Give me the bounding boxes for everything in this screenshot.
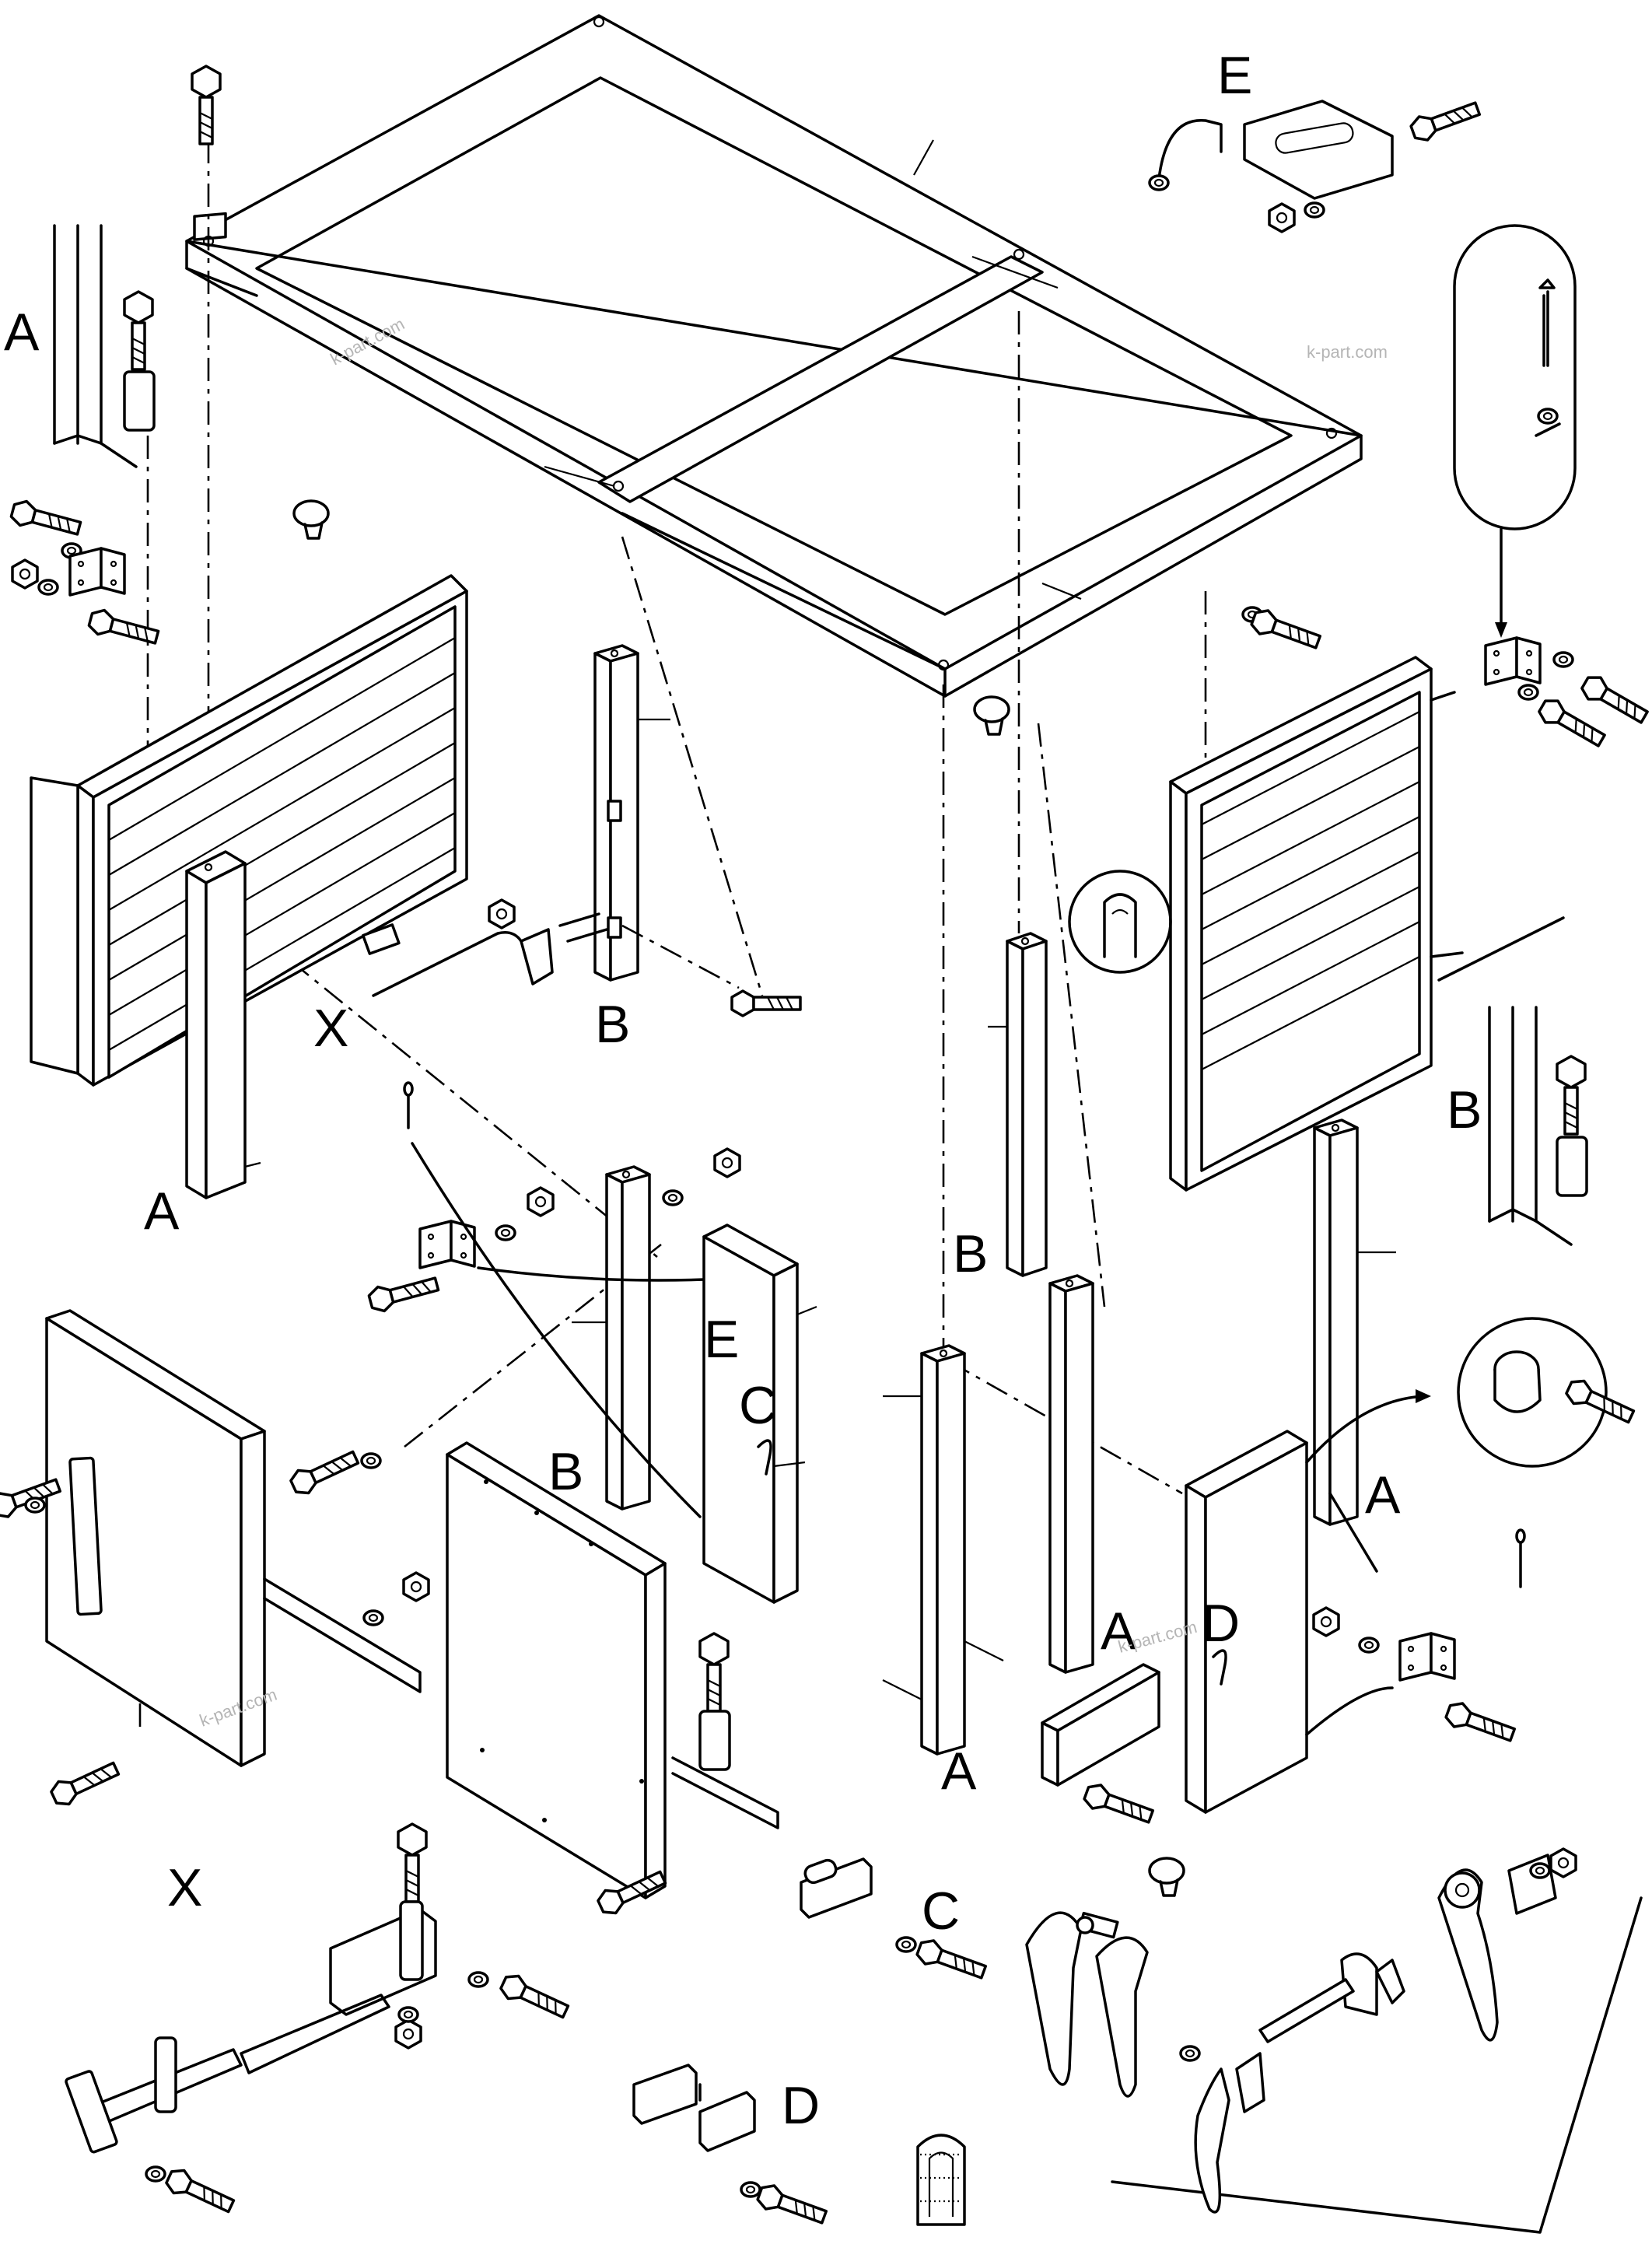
label-b: B <box>595 995 630 1054</box>
part-labels: A E X B A B B E C B A A D A X C D <box>4 46 1482 2135</box>
bolt-icon <box>47 1756 123 1811</box>
label-e: E <box>1217 46 1252 105</box>
label-a: A <box>1365 1465 1401 1525</box>
middle-hinge-hardware <box>366 1081 741 1518</box>
left-side-panel <box>0 1309 430 1767</box>
pin-detail-callout <box>1453 224 1577 638</box>
detail-a-top-left <box>53 224 156 468</box>
detail-d-hinge <box>632 2064 830 2231</box>
latch-handle-assembly <box>1025 1911 1149 2098</box>
label-c: C <box>739 1376 777 1435</box>
post-center-1 <box>1048 1274 1094 1674</box>
knob-icon <box>292 499 330 540</box>
post-right-a <box>1313 1118 1396 1526</box>
small-plate <box>1041 1663 1160 1830</box>
detail-x-hinge-bracket <box>65 1822 572 2219</box>
label-b: B <box>1447 1080 1482 1140</box>
watermark-text: k-part.com <box>1307 342 1388 362</box>
detail-b-right <box>1488 1006 1588 1246</box>
label-a: A <box>144 1182 180 1241</box>
label-a: A <box>4 303 40 362</box>
post-b-upper <box>558 644 802 1017</box>
label-a: A <box>941 1742 977 1801</box>
detail-c-hinge <box>800 1857 989 1986</box>
front-panel <box>446 1441 779 1899</box>
door-panel-e <box>702 1224 817 1604</box>
left-louvre-panel <box>30 574 554 1199</box>
label-c: C <box>922 1882 960 1941</box>
detail-e-bracket <box>1148 95 1483 233</box>
label-x: X <box>167 1858 202 1917</box>
label-e: E <box>704 1310 739 1369</box>
label-b: B <box>953 1224 988 1283</box>
label-d: D <box>782 2076 820 2135</box>
channel-detail-circle <box>1068 870 1172 974</box>
knob-icon <box>1148 1857 1185 1897</box>
bolt-icon <box>191 65 222 145</box>
right-louvre-panel <box>973 605 1652 1192</box>
post-left-b <box>572 1165 651 1511</box>
spacer-detail-circle <box>1457 1317 1638 1468</box>
lock-assembly <box>1111 1847 1643 2234</box>
roof-frame <box>185 14 1363 698</box>
post-center-a <box>882 1344 1004 1756</box>
post-b-middle <box>988 932 1048 1277</box>
label-b: B <box>548 1442 583 1501</box>
right-lower-hinge <box>1312 1528 1526 1749</box>
door-panel-d <box>1185 1389 1431 1814</box>
edge-trim <box>916 2134 966 2226</box>
label-d: D <box>1202 1594 1240 1653</box>
label-x: X <box>313 999 348 1058</box>
label-a: A <box>1101 1602 1136 1661</box>
left-hinge-hardware <box>8 497 162 651</box>
